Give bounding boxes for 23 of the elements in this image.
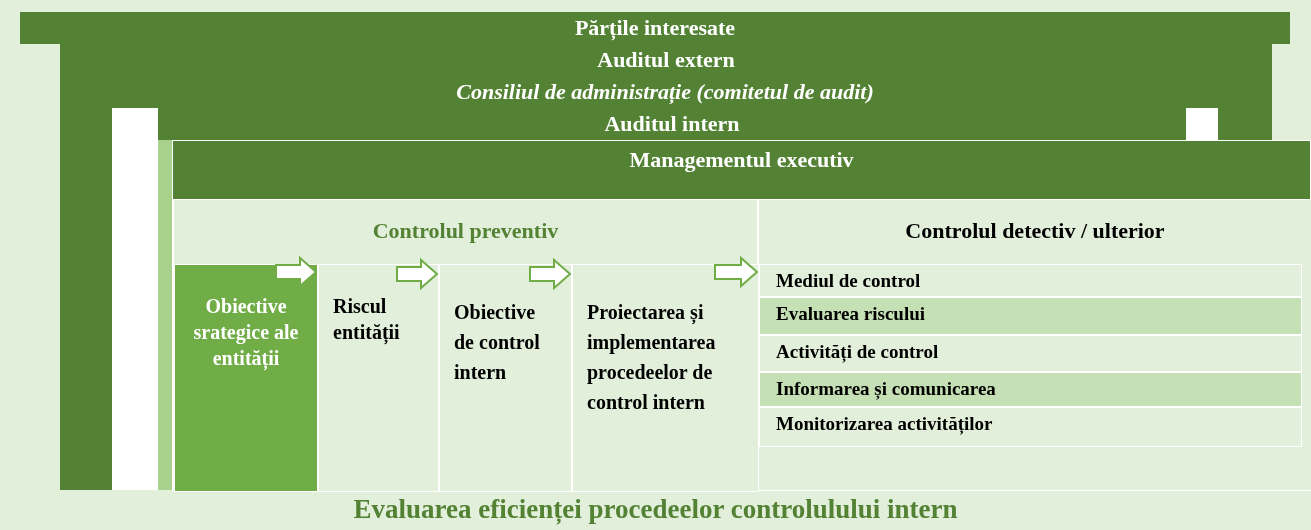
heading-bar: Auditul intern <box>158 108 1186 140</box>
column-panel <box>758 199 1311 491</box>
heading-bar: Părțile interesate <box>20 12 1290 44</box>
step-box: Obiective de control intern <box>439 264 572 492</box>
block-arrow <box>714 255 759 289</box>
block-arrow <box>529 257 572 291</box>
column-heading: Controlul preventiv <box>372 218 559 244</box>
band-heading: Managementul executiv <box>629 147 854 173</box>
component-row: Mediul de control <box>759 264 1302 297</box>
caption: Evaluarea eficienței procedeelor controlulului intern <box>353 494 958 524</box>
step-box: Riscul entității <box>318 264 439 492</box>
component-row: Monitorizarea activităților <box>759 407 1302 447</box>
component-row: Activități de control <box>759 335 1302 372</box>
column-panel <box>173 199 758 491</box>
column-heading: Controlul detectiv / ulterior <box>905 218 1165 244</box>
block-arrow <box>396 257 439 291</box>
heading-bar: Consiliul de administrație (comitetul de audit) <box>112 76 1218 108</box>
component-row: Evaluarea riscului <box>759 297 1302 335</box>
band-panel <box>172 140 1311 490</box>
highlighted-step-box: Obiective srategice ale entității <box>174 264 318 492</box>
component-row: Informarea și comunicarea <box>759 372 1302 407</box>
heading-bar: Auditul extern <box>60 44 1272 76</box>
step-box: Proiectarea și implementarea procedeelor de control intern <box>572 264 759 492</box>
